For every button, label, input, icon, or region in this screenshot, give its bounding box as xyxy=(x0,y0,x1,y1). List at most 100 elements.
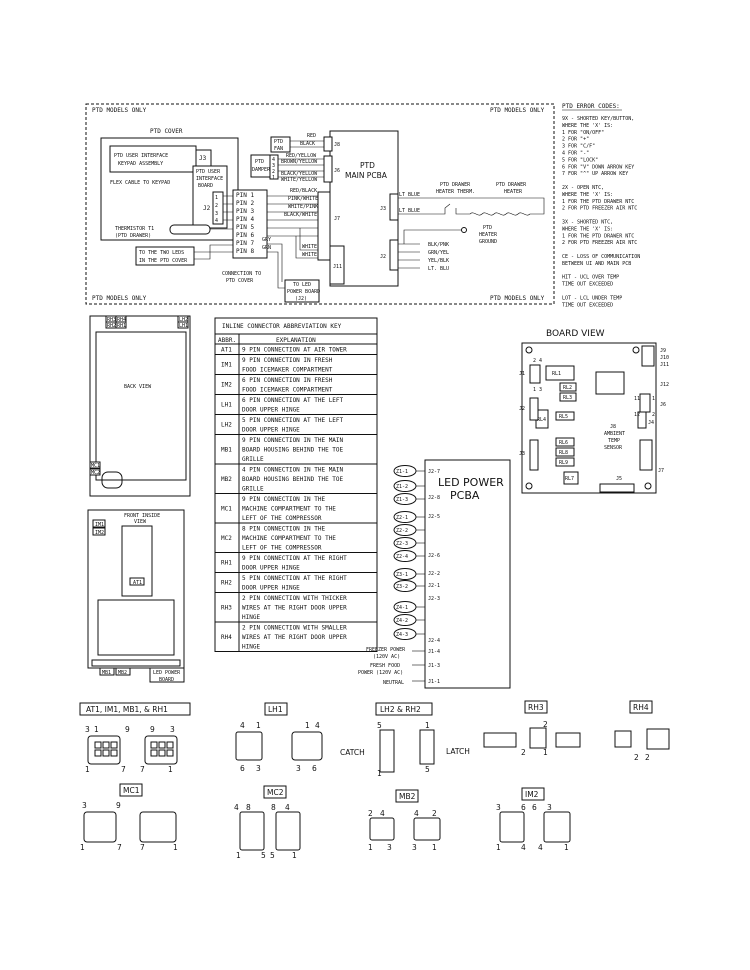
abbr-row-code: MC2 xyxy=(221,535,232,542)
abbr-row-text: 2 PIN CONNECTION WITH THICKER xyxy=(242,595,347,602)
rh3-n2: 2 xyxy=(521,748,526,757)
abbr-row-text: LEFT OF THE COMPRESSOR xyxy=(242,545,322,552)
error-code-line: LOT - LCL UNDER TEMP xyxy=(562,295,622,301)
ptd-models-only-br: PTD MODELS ONLY xyxy=(490,295,545,302)
mc1-n7: 7 xyxy=(117,843,122,852)
rh4-n2: 2 xyxy=(634,753,639,762)
leds-l1: TO THE TWO LEDS xyxy=(139,250,184,256)
led-pcba-pin: J1-4 xyxy=(428,649,440,655)
lh2-conn-latch xyxy=(419,729,435,765)
error-code-line: 1 FOR THE PTD DRAWER NTC xyxy=(562,233,634,239)
j2-wire-4: LT. BLU xyxy=(428,266,449,272)
bv-j9-label: J9 xyxy=(660,348,666,354)
mb2-n2: 2 xyxy=(368,809,373,818)
pin-3-label: PIN 3 xyxy=(236,208,254,215)
pin-4-label: PIN 4 xyxy=(236,216,254,223)
relay-rl8-label: RL8 xyxy=(559,450,568,456)
at1-n1b: 1 xyxy=(85,765,90,774)
ui-j3-label: J3 xyxy=(199,155,207,162)
im2-conn-front xyxy=(499,811,525,843)
bv-j4-label: J4 xyxy=(648,420,654,426)
fv-column xyxy=(121,525,153,597)
mc1-title-box xyxy=(119,783,143,797)
ptd-cover-box xyxy=(100,137,239,241)
rh3-conn-front xyxy=(529,727,547,749)
at1-n3b: 3 xyxy=(170,725,175,734)
fresh-power-l2: POWER (120V AC) xyxy=(358,670,403,676)
wire-pin2: PINK/WHITE xyxy=(288,196,318,202)
error-code-line: 5 FOR "LOCK" xyxy=(562,157,598,163)
abbr-row-text: 5 PIN CONNECTION AT THE RIGHT xyxy=(242,575,347,582)
at1-n7: 7 xyxy=(121,765,126,774)
ambient-l3: TEMP xyxy=(608,438,620,444)
bv-j1 xyxy=(529,364,541,384)
fresh-power-l1: FRESH FOOD xyxy=(370,663,400,669)
lh2-title: LH2 & RH2 xyxy=(380,705,421,714)
damper-wire-3: BLACK/YELLOW xyxy=(281,171,318,177)
abbr-row-text: 9 PIN CONNECTION AT THE RIGHT xyxy=(242,555,347,562)
relay-rl9-label: RL9 xyxy=(559,460,568,466)
bv-mc1-tag xyxy=(89,461,101,469)
rh3-conn-body xyxy=(483,732,517,748)
abbr-row-code: RH2 xyxy=(221,580,232,587)
bv-j2-label: J2 xyxy=(519,406,525,412)
j11-box xyxy=(329,245,345,285)
ptd-models-only-tl: PTD MODELS ONLY xyxy=(92,107,147,114)
pin-1-label: PIN 1 xyxy=(236,192,254,199)
ui-j2-pin3: 3 xyxy=(215,211,218,217)
lh2-title-box xyxy=(375,702,433,716)
bv-j5 xyxy=(599,483,635,493)
error-code-line: WHERE THE 'X' IS: xyxy=(562,226,613,232)
bv-rh4: RH4 xyxy=(117,317,126,323)
im2-n6b: 6 xyxy=(532,803,537,812)
im2-n1b: 1 xyxy=(564,843,569,852)
abbr-row-text: HINGE xyxy=(242,644,260,651)
j6-label: J6 xyxy=(334,168,340,174)
bv-j7-label: J7 xyxy=(658,468,664,474)
abbr-row-cell-expl xyxy=(238,621,378,652)
thermistor-body xyxy=(169,224,211,235)
led-pcba-pin: J1-1 xyxy=(428,679,440,685)
abbr-row-code: MB1 xyxy=(221,446,232,453)
led-board-ref-box xyxy=(284,279,320,303)
led-zone-label: Z3-1 xyxy=(396,572,408,578)
pcba-l2: MAIN PCBA xyxy=(345,171,388,180)
j8-label: J8 xyxy=(334,142,340,148)
bv-j6-label: J6 xyxy=(660,402,666,408)
abbr-row-text: 6 PIN CONNECTION AT THE LEFT xyxy=(242,397,344,404)
mb2-conn-back xyxy=(413,817,441,841)
lh1-n1: 1 xyxy=(256,721,261,730)
leds-box xyxy=(135,246,195,266)
wire-pin7: GRY xyxy=(262,237,271,243)
error-code-line: TIME OUT EXCEEDED xyxy=(562,302,613,308)
relay-rl5 xyxy=(555,411,575,421)
mb2-title: MB2 xyxy=(399,792,416,801)
im2-title: IM2 xyxy=(525,790,539,799)
wire-white-2: WHITE xyxy=(302,252,317,258)
bv-rh2: RH2 xyxy=(107,323,116,329)
damper-pin-1: 1 xyxy=(272,175,275,181)
mc2-title: MC2 xyxy=(267,788,284,797)
led-zone-label: Z2-3 xyxy=(396,541,408,547)
mc1-n1b: 1 xyxy=(173,843,178,852)
drawer-therm-l2: HEATER THERM. xyxy=(436,189,475,195)
board-view: BOARD VIEW RL1 RL2 RL3 RL4 RL5 RL6 RL8 R… xyxy=(519,329,669,494)
bv-j12-label: J12 xyxy=(660,382,669,388)
fv-im2: IM2 xyxy=(95,530,104,536)
rh3-title: RH3 xyxy=(528,703,544,712)
ptd-models-only-tr: PTD MODELS ONLY xyxy=(490,107,545,114)
lh2-conn-catch xyxy=(379,729,395,773)
board-view-title: BOARD VIEW xyxy=(546,329,605,339)
abbr-row-text: MACHINE COMPARTMENT TO THE xyxy=(242,535,336,542)
lh2-n1: 1 xyxy=(425,721,430,730)
mc1-n3: 3 xyxy=(82,801,87,810)
catch-label: CATCH xyxy=(340,748,365,757)
error-code-line: BETWEEN UI AND MAIN PCB xyxy=(562,261,631,267)
led-zone-label: Z1-3 xyxy=(396,497,408,503)
back-view-outline xyxy=(89,315,191,497)
error-code-line: 2 FOR PTD FREEZER AIR NTC xyxy=(562,206,637,212)
mc2-title-box xyxy=(263,785,287,799)
abbr-row-text: DOOR UPPER HINGE xyxy=(242,407,300,414)
lh1-n3b: 3 xyxy=(296,764,301,773)
mc2-n5: 5 xyxy=(261,851,266,860)
